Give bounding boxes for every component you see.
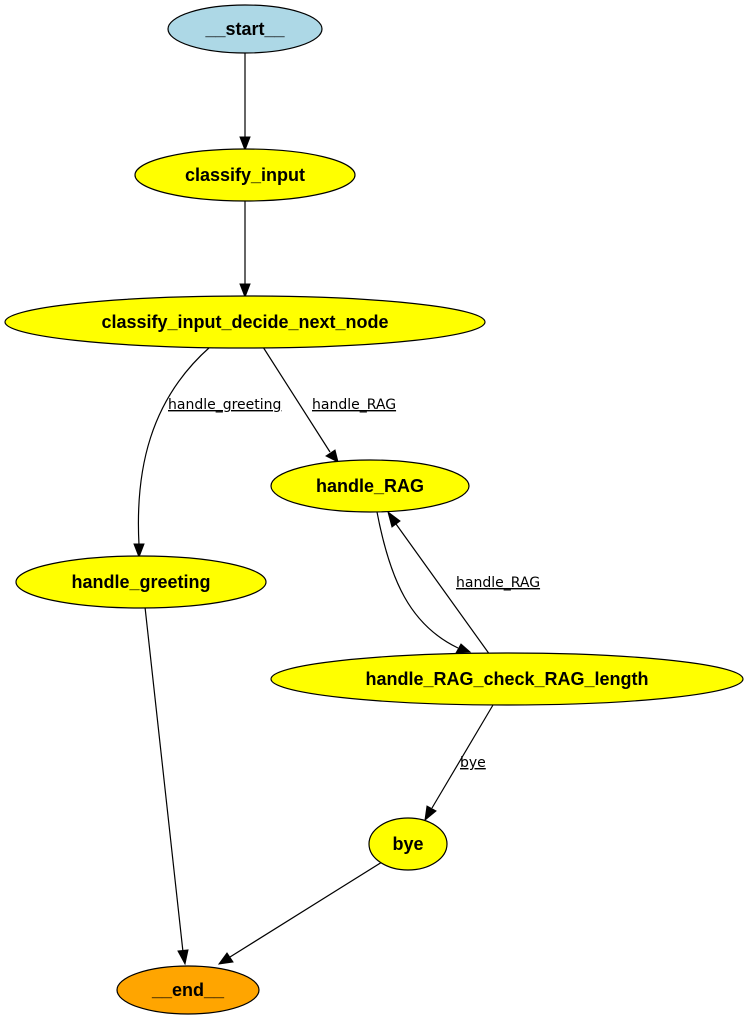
edge-label-handle-rag-1: handle_RAG [312,397,396,413]
node-handle-rag-label: handle_RAG [316,476,424,496]
node-end[interactable]: __end__ [116,965,260,1015]
node-decide-label: classify_input_decide_next_node [101,312,388,332]
node-end-shape [116,965,260,1015]
edge-decide-to-handle-rag [262,346,339,463]
node-handle-rag-check-rag-length[interactable]: handle_RAG_check_RAG_length [270,652,744,706]
node-check-shape [270,652,744,706]
node-handle-rag-shape [270,459,470,513]
edge-label-bye: bye [460,755,486,771]
node-classify-input-shape [134,148,356,202]
edge-bye-to-end [217,861,383,965]
edge-label-handle-greeting: handle_greeting [168,397,281,413]
node-start-label: __start__ [204,19,285,39]
edge-decide-to-handle-greeting [133,346,211,559]
node-bye-shape [368,817,448,871]
node-classify-input-decide-next-node[interactable]: classify_input_decide_next_node [4,295,486,349]
node-start[interactable]: __start__ [167,4,323,54]
node-handle-greeting-label: handle_greeting [71,572,210,592]
node-check-label: handle_RAG_check_RAG_length [365,669,648,689]
node-handle-greeting-shape [15,555,267,609]
edge-check-to-handle-rag [387,510,491,656]
node-bye-label: bye [392,834,423,854]
edge-check-to-bye [424,704,494,822]
node-classify-input-label: classify_input [185,165,305,185]
edge-classify-input-to-decide [239,201,251,299]
node-bye[interactable]: bye [368,817,448,871]
edge-label-handle-rag-2: handle_RAG [456,575,540,591]
node-handle-rag[interactable]: handle_RAG [270,459,470,513]
edge-handle-rag-to-check [376,511,472,654]
node-end-label: __end__ [151,980,225,1000]
edge-start-to-classify-input [239,53,251,152]
node-handle-greeting[interactable]: handle_greeting [15,555,267,609]
edge-handle-greeting-to-end [144,606,189,966]
node-start-shape [167,4,323,54]
node-classify-input[interactable]: classify_input [134,148,356,202]
node-decide-shape [4,295,486,349]
